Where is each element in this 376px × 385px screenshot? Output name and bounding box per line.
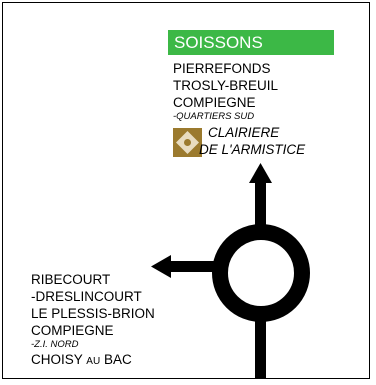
destination-subline: -QUARTIERS SUD [173,111,255,122]
roundabout-diagram [151,163,310,378]
destination-badge-soissons: SOISSONS [168,30,334,55]
left-destination-line-1: RIBECOURT [31,272,111,287]
approach-road [255,313,266,378]
left-destination-line-4: COMPIEGNE [31,323,114,338]
bac-text: BAC [103,352,132,367]
tourism-destination-line-2: DE L'ARMISTICE [199,142,306,157]
left-destination-subline: -Z.I. NORD [31,339,79,350]
tourism-sight-icon [173,128,202,157]
destination-line-1: PIERREFONDS [173,61,271,76]
roundabout-ring [212,224,310,322]
choisy-text: CHOISY [31,352,83,367]
left-destination-line-3: LE PLESSIS-BRION [31,306,155,321]
west-arrow-icon [151,255,171,278]
left-destination-line-2: -DRESLINCOURT [31,289,142,304]
tourism-destination-line-1: CLAIRIERE [208,125,280,140]
destination-line-3: COMPIEGNE [173,95,256,110]
destination-line-2: TROSLY-BREUIL [173,78,279,93]
left-destination-line-5: CHOISY AU BAC [31,351,132,370]
exit-road-west [168,261,223,272]
au-text: AU [86,356,101,367]
north-arrow-icon [249,163,272,183]
road-sign: SOISSONS PIERREFONDS TROSLY-BREUIL COMPI… [2,2,370,379]
exit-road-north [255,175,266,235]
